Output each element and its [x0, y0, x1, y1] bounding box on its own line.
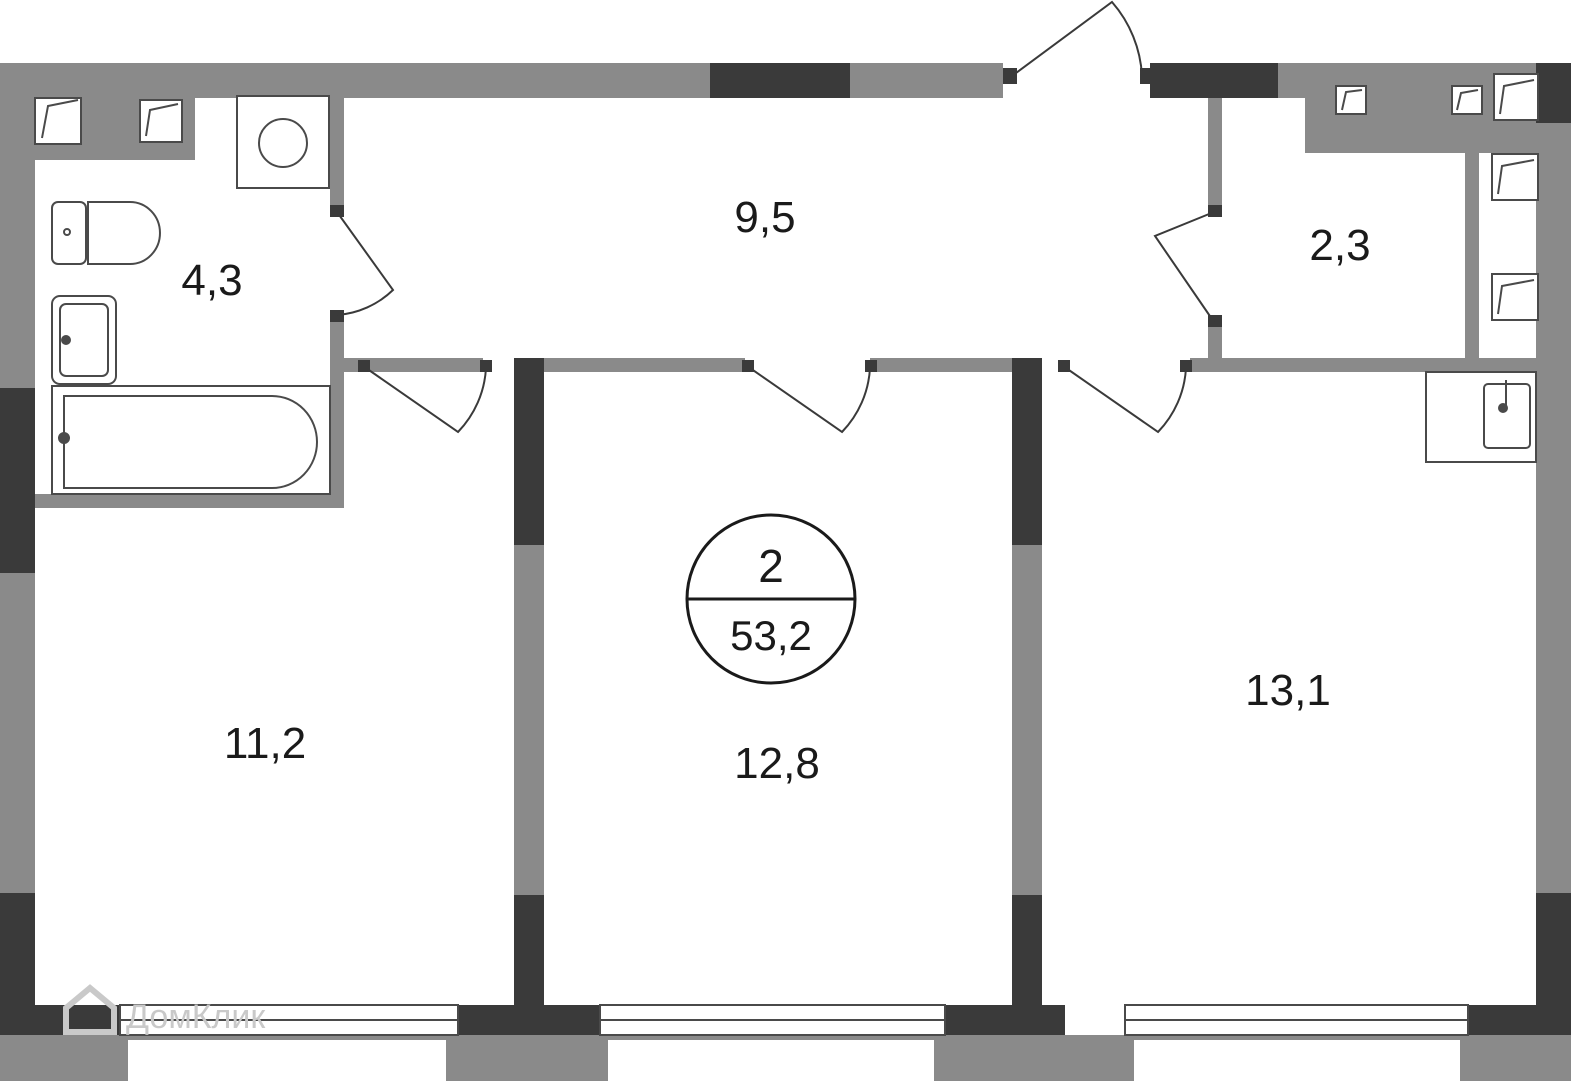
room-center-door	[749, 367, 871, 434]
storage-door	[1153, 211, 1215, 323]
room-area-kitchen-living: 13,1	[1245, 666, 1331, 715]
entrance-door	[1011, 0, 1143, 77]
kitchen-door	[1065, 367, 1187, 434]
watermark-text: ДомКлик	[126, 998, 266, 1036]
watermark: ДомКлик	[63, 984, 266, 1036]
apartment-badge: 2 53,2	[685, 513, 857, 685]
fixtures	[51, 95, 1537, 495]
windows	[119, 1004, 1469, 1081]
doors	[336, 0, 1215, 434]
room-labels: 4,3 9,5 2,3 11,2 12,8 13,1	[181, 193, 1370, 788]
room-area-bedroom-left: 11,2	[224, 719, 306, 768]
vent-shafts	[34, 73, 1539, 321]
room-area-storage: 2,3	[1309, 221, 1370, 270]
house-logo-icon	[63, 984, 117, 1035]
bathroom-door	[336, 211, 395, 316]
room-area-hall: 9,5	[734, 193, 795, 242]
bedroom-left-door	[365, 367, 487, 434]
room-area-bathroom: 4,3	[181, 256, 242, 305]
room-area-center: 12,8	[734, 739, 820, 788]
badge-rooms-count: 2	[758, 540, 784, 592]
badge-total-area: 53,2	[730, 612, 812, 659]
